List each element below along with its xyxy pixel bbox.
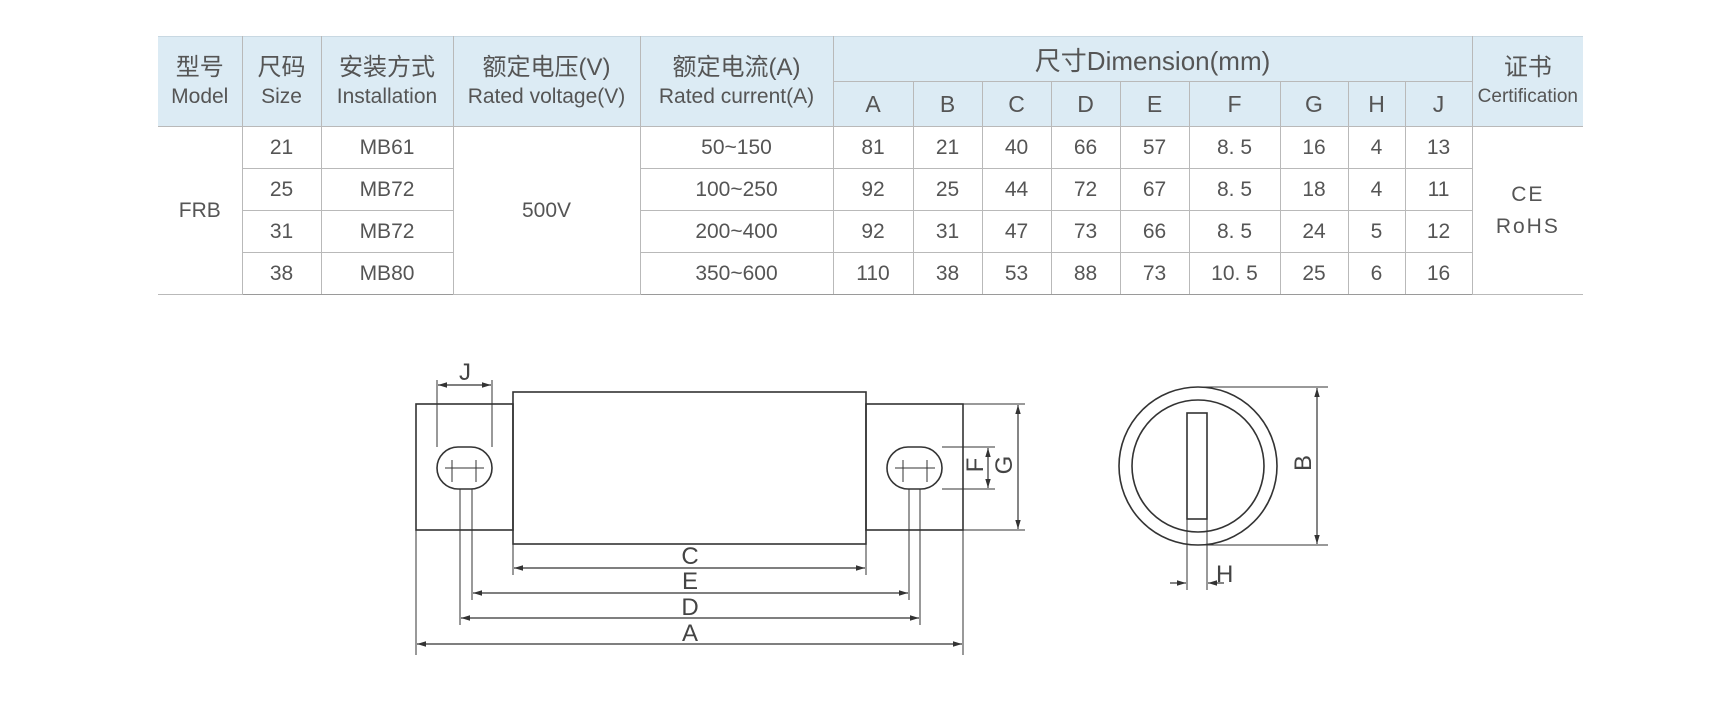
cell-current: 100~250 xyxy=(639,168,834,211)
cell-dim-c: 47 xyxy=(981,210,1052,253)
table-row: 25 MB72 100~250 92 25 44 72 67 8. 5 18 4… xyxy=(158,168,1583,211)
cell-dim-f: 8. 5 xyxy=(1188,126,1281,169)
cell-dim-c: 53 xyxy=(981,252,1052,295)
cell-size: 38 xyxy=(242,252,322,295)
cell-dim-e: 73 xyxy=(1119,252,1190,295)
label-e: E xyxy=(682,568,698,595)
header-installation-zh: 安装方式 xyxy=(339,53,435,81)
header-dim-b: B xyxy=(912,81,983,127)
cell-current: 200~400 xyxy=(639,210,834,253)
label-d: D xyxy=(681,594,698,621)
table-row: 31 MB72 200~400 92 31 47 73 66 8. 5 24 5… xyxy=(158,210,1583,253)
left-end-plate xyxy=(415,403,514,531)
spec-table: 型号 Model 尺码 Size 安装方式 Installation 额定电压(… xyxy=(158,36,1584,295)
cell-dim-f: 8. 5 xyxy=(1188,210,1281,253)
cell-dim-j: 11 xyxy=(1404,168,1473,211)
cell-dim-g: 24 xyxy=(1279,210,1349,253)
header-model-en: Model xyxy=(171,84,229,108)
header-cert-zh: 证书 xyxy=(1503,53,1552,81)
cell-dim-b: 25 xyxy=(912,168,983,211)
header-dim-j: J xyxy=(1404,81,1473,127)
header-installation-en: Installation xyxy=(336,84,438,108)
header-installation: 安装方式 Installation xyxy=(320,36,454,127)
cert-ce: CE xyxy=(1511,182,1545,206)
cell-dim-f: 10. 5 xyxy=(1188,252,1281,295)
header-model: 型号 Model xyxy=(158,36,243,127)
header-size-en: Size xyxy=(261,84,302,108)
cell-dim-d: 73 xyxy=(1050,210,1121,253)
cell-size: 21 xyxy=(241,126,322,169)
label-c: C xyxy=(681,543,698,570)
header-dim-a: A xyxy=(833,81,914,127)
cell-current: 350~600 xyxy=(639,252,834,295)
cell-installation: MB72 xyxy=(320,210,454,253)
header-certification: 证书 Certification xyxy=(1471,36,1584,127)
label-g: G xyxy=(991,456,1018,475)
table-row: 38 MB80 350~600 110 38 53 88 73 10. 5 25… xyxy=(158,252,1583,295)
cell-dim-h: 6 xyxy=(1347,252,1406,295)
cell-dim-j: 12 xyxy=(1404,210,1473,253)
cell-dim-b: 31 xyxy=(912,210,983,253)
cell-current: 50~150 xyxy=(639,126,834,169)
header-dim-e: E xyxy=(1119,81,1190,127)
cell-installation: MB80 xyxy=(320,252,454,295)
cert-rohs: RoHS xyxy=(1495,214,1560,238)
end-view-inner-ring xyxy=(1131,399,1265,533)
header-dim-g: G xyxy=(1279,81,1349,127)
header-dimension: 尺寸Dimension(mm) xyxy=(832,36,1473,82)
cell-dim-d: 88 xyxy=(1050,252,1121,295)
right-end-plate xyxy=(865,403,964,531)
end-view-outer-ring xyxy=(1118,386,1278,546)
header-dim-f: F xyxy=(1188,81,1281,127)
table-row: FRB 21 MB61 500V 50~150 81 21 40 66 57 8… xyxy=(158,126,1584,295)
header-voltage-zh: 额定电压(V) xyxy=(482,53,611,81)
cell-dim-h: 4 xyxy=(1347,126,1406,169)
cell-dim-a: 110 xyxy=(832,252,914,295)
header-current-zh: 额定电流(A) xyxy=(672,53,801,81)
header-dim-d: D xyxy=(1050,81,1121,127)
label-b: B xyxy=(1290,455,1317,471)
cell-installation: MB61 xyxy=(320,126,454,169)
left-mounting-slot xyxy=(436,446,493,490)
cell-dim-b: 38 xyxy=(912,252,983,295)
header-voltage-en: Rated voltage(V) xyxy=(467,84,626,108)
label-h: H xyxy=(1216,561,1233,588)
cell-dim-c: 40 xyxy=(981,126,1052,169)
cell-dim-e: 67 xyxy=(1119,168,1190,211)
cell-dim-j: 16 xyxy=(1404,252,1473,295)
header-voltage: 额定电压(V) Rated voltage(V) xyxy=(452,36,641,127)
label-j: J xyxy=(459,359,471,386)
cell-dim-j: 13 xyxy=(1404,126,1473,169)
cell-size: 31 xyxy=(242,210,322,253)
header-cert-en: Certification xyxy=(1477,85,1578,107)
header-current-en: Rated current(A) xyxy=(658,84,815,108)
header-current: 额定电流(A) Rated current(A) xyxy=(639,36,834,127)
right-mounting-slot xyxy=(886,446,943,490)
cell-dim-e: 66 xyxy=(1119,210,1190,253)
cell-dim-d: 72 xyxy=(1050,168,1121,211)
cell-certification: CE RoHS xyxy=(1471,126,1584,295)
cell-model: FRB xyxy=(158,126,243,295)
cell-dim-d: 66 xyxy=(1050,126,1121,169)
fuse-body xyxy=(512,391,867,545)
cell-voltage: 500V xyxy=(452,126,641,295)
header-model-zh: 型号 xyxy=(175,53,224,81)
header-size: 尺码 Size xyxy=(241,36,322,127)
label-a: A xyxy=(682,620,698,647)
label-f: F xyxy=(962,458,989,473)
cell-dim-g: 25 xyxy=(1279,252,1349,295)
cell-dim-f: 8. 5 xyxy=(1188,168,1281,211)
header-size-zh: 尺码 xyxy=(257,53,306,81)
cell-installation: MB72 xyxy=(320,168,454,211)
end-view-blade xyxy=(1186,412,1208,520)
